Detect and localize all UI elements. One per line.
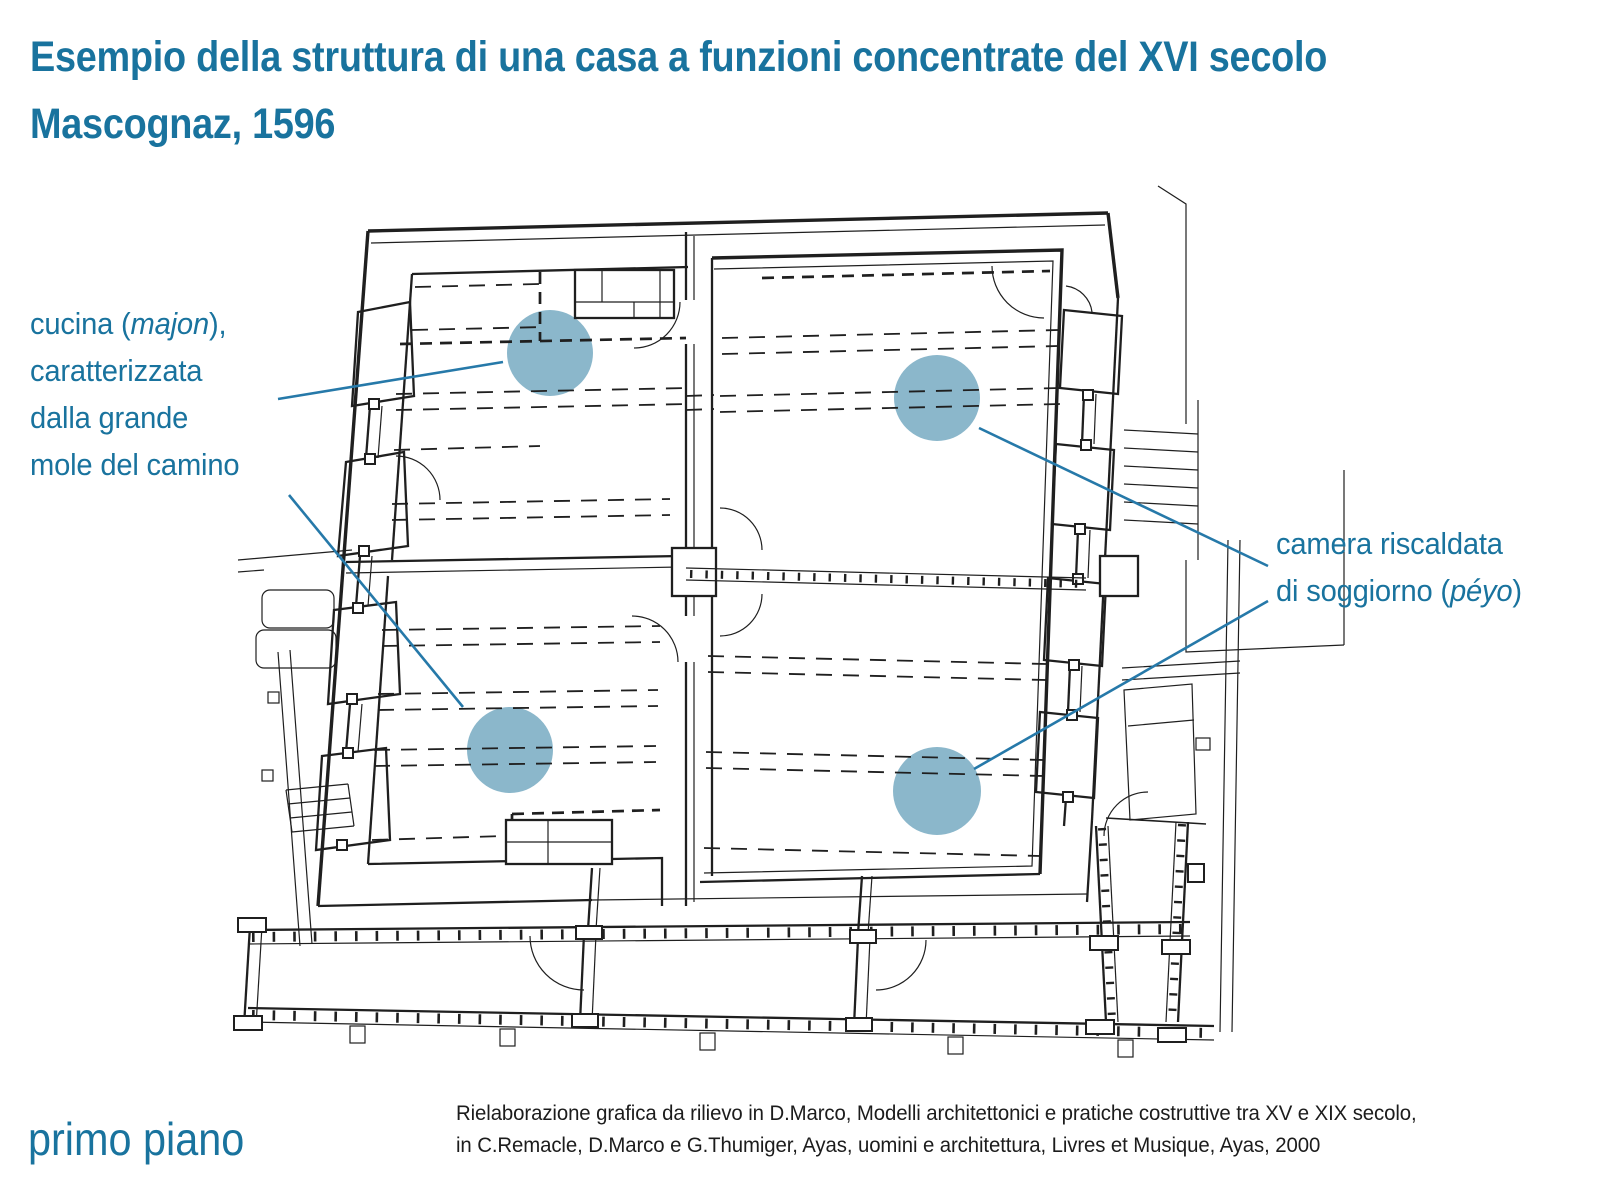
lower-left-room xyxy=(366,575,664,906)
kitchen-room xyxy=(390,265,689,561)
plan-linework xyxy=(233,185,1345,1058)
left-outbuildings xyxy=(237,549,355,947)
kitchen-lower-leader xyxy=(287,494,465,708)
right-gallery xyxy=(1094,817,1207,1023)
source-caption-line-1: Rielaborazione grafica da rilievo in D.M… xyxy=(456,1102,1417,1125)
annotation-kitchen: cucina (majon), caratterizzata dalla gra… xyxy=(30,300,240,488)
highlight-heated-room-lower xyxy=(893,747,981,835)
adjacent-structure xyxy=(1121,185,1345,1033)
title-line-1: Esempio della struttura di una casa a fu… xyxy=(30,33,1328,81)
annotation-kitchen-line-2: caratterizzata xyxy=(30,353,203,388)
annotation-kitchen-line-3: dalla grande xyxy=(30,400,189,435)
left-timber-wall xyxy=(314,300,416,852)
hearth-block xyxy=(573,268,676,320)
heated-lower-leader xyxy=(973,599,1269,771)
vestibule xyxy=(670,546,718,598)
page-title: Esempio della struttura di una casa a fu… xyxy=(30,24,1327,158)
stairs xyxy=(1123,400,1199,560)
gallery-feet xyxy=(349,1025,1134,1058)
annotation-heated-line-2: di soggiorno (péyo) xyxy=(1276,573,1522,608)
annotation-kitchen-line-1: cucina (majon), xyxy=(30,306,227,341)
highlight-circles xyxy=(467,310,981,835)
heated-room xyxy=(685,248,1087,884)
middle-wall xyxy=(670,232,718,906)
bench-block xyxy=(504,818,614,866)
source-caption: Rielaborazione grafica da rilievo in D.M… xyxy=(456,1098,1562,1162)
highlight-kitchen-upper xyxy=(507,310,593,396)
annotation-heated-line-1: camera riscaldata xyxy=(1276,526,1503,561)
annotation-kitchen-line-4: mole del camino xyxy=(30,447,240,482)
kitchen-upper-leader xyxy=(277,360,504,401)
leader-lines xyxy=(277,360,1269,771)
highlight-heated-room-upper xyxy=(894,355,980,441)
floor-label: primo piano xyxy=(28,1113,245,1165)
left-rooms-divider-wall xyxy=(345,554,681,574)
annotation-heated-room: camera riscaldata di soggiorno (péyo) xyxy=(1276,520,1522,614)
bottom-gallery xyxy=(233,917,1215,1058)
door-arcs xyxy=(395,265,1149,991)
right-timber-wall xyxy=(1034,308,1140,827)
heated-upper-leader xyxy=(978,426,1269,568)
title-line-2: Mascognaz, 1596 xyxy=(30,100,336,148)
highlight-kitchen-lower xyxy=(467,707,553,793)
source-caption-line-2: in C.Remacle, D.Marco e G.Thumiger, Ayas… xyxy=(456,1134,1321,1157)
